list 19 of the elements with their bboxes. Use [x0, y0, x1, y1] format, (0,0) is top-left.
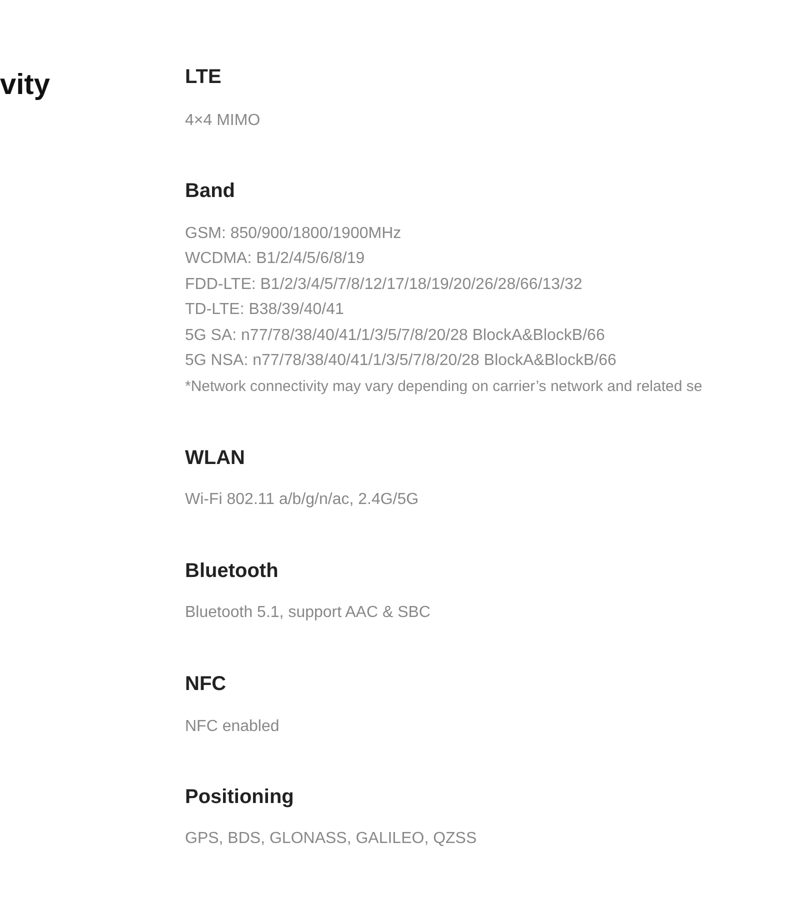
spec-text: TD-LTE: B38/39/40/41 [185, 300, 344, 320]
spec-text: WCDMA: B1/2/4/5/6/8/19 [185, 249, 365, 269]
spec-heading: Positioning [185, 785, 294, 810]
spec-text: *Network connectivity may vary depending on carrier’s network and related se [185, 377, 702, 397]
spec-text: 5G NSA: n77/78/38/40/41/1/3/5/7/8/20/28 BlockA&BlockB/66 [185, 351, 616, 371]
spec-text: FDD-LTE: B1/2/3/4/5/7/8/12/17/18/19/20/26/28/66/13/32 [185, 275, 582, 295]
spec-heading: WLAN [185, 446, 245, 471]
spec-heading: Band [185, 179, 235, 204]
spec-text: NFC enabled [185, 717, 280, 737]
spec-text: GSM: 850/900/1800/1900MHz [185, 224, 402, 244]
spec-heading: NFC [185, 672, 226, 697]
spec-heading: Bluetooth [185, 559, 278, 584]
spec-heading: LTE [185, 65, 222, 90]
section-title: vity [0, 68, 50, 103]
spec-text: GPS, BDS, GLONASS, GALILEO, QZSS [185, 829, 477, 849]
spec-text: 4×4 MIMO [185, 111, 260, 131]
spec-text: Bluetooth 5.1, support AAC & SBC [185, 603, 430, 623]
spec-text: 5G SA: n77/78/38/40/41/1/3/5/7/8/20/28 BlockA&BlockB/66 [185, 326, 605, 346]
spec-text: Wi-Fi 802.11 a/b/g/n/ac, 2.4G/5G [185, 490, 419, 510]
